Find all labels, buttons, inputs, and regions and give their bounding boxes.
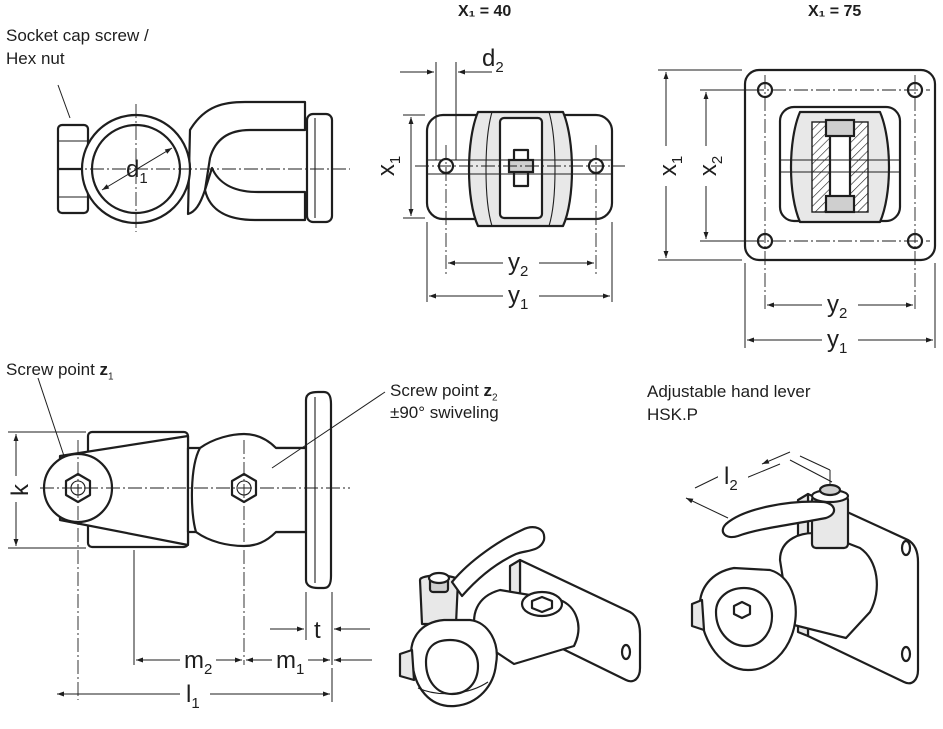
- callout-hand-lever-line1: Adjustable hand lever: [647, 382, 811, 401]
- dim-k: k: [7, 483, 34, 496]
- dim-l2: l2: [724, 463, 738, 494]
- dim-d2: d2: [482, 45, 504, 76]
- view-side-top: d1: [56, 84, 350, 232]
- callout-socket-cap-line1: Socket cap screw /: [6, 26, 149, 45]
- dim-m1: m1: [276, 647, 304, 678]
- dim-y1-40: y1: [508, 282, 528, 313]
- view-front-75: x1 x2 y2 y1: [655, 68, 937, 357]
- dim-d1: d1: [126, 156, 148, 187]
- callout-socket-cap-line2: Hex nut: [6, 49, 65, 68]
- callout-hand-lever-line2: HSK.P: [647, 405, 699, 424]
- view-front-40: x1 d2 y2 y1: [373, 45, 625, 313]
- dim-y2-40: y2: [508, 249, 528, 280]
- dim-x2-75: x2: [695, 156, 726, 176]
- dim-y1-75: y1: [827, 326, 847, 357]
- view-isometric-1: [398, 526, 642, 708]
- header-x1-75: X₁ = 75: [808, 3, 862, 20]
- dim-x1-75: x1: [655, 156, 686, 176]
- dim-t: t: [314, 617, 321, 644]
- header-x1-40: X₁ = 40: [458, 3, 512, 20]
- view-top: k t m2 m1 l1: [6, 377, 386, 712]
- callout-swiveling: ±90° swiveling: [390, 403, 499, 422]
- dim-x1-40: x1: [373, 156, 404, 176]
- view-isometric-2: l2: [685, 451, 920, 685]
- callout-screw-point-z1: Screw point z1: [6, 360, 114, 383]
- dim-m2: m2: [184, 647, 212, 678]
- dim-y2-75: y2: [827, 291, 847, 322]
- callout-screw-point-z2: Screw point z2: [390, 381, 498, 404]
- dim-l1: l1: [186, 681, 200, 712]
